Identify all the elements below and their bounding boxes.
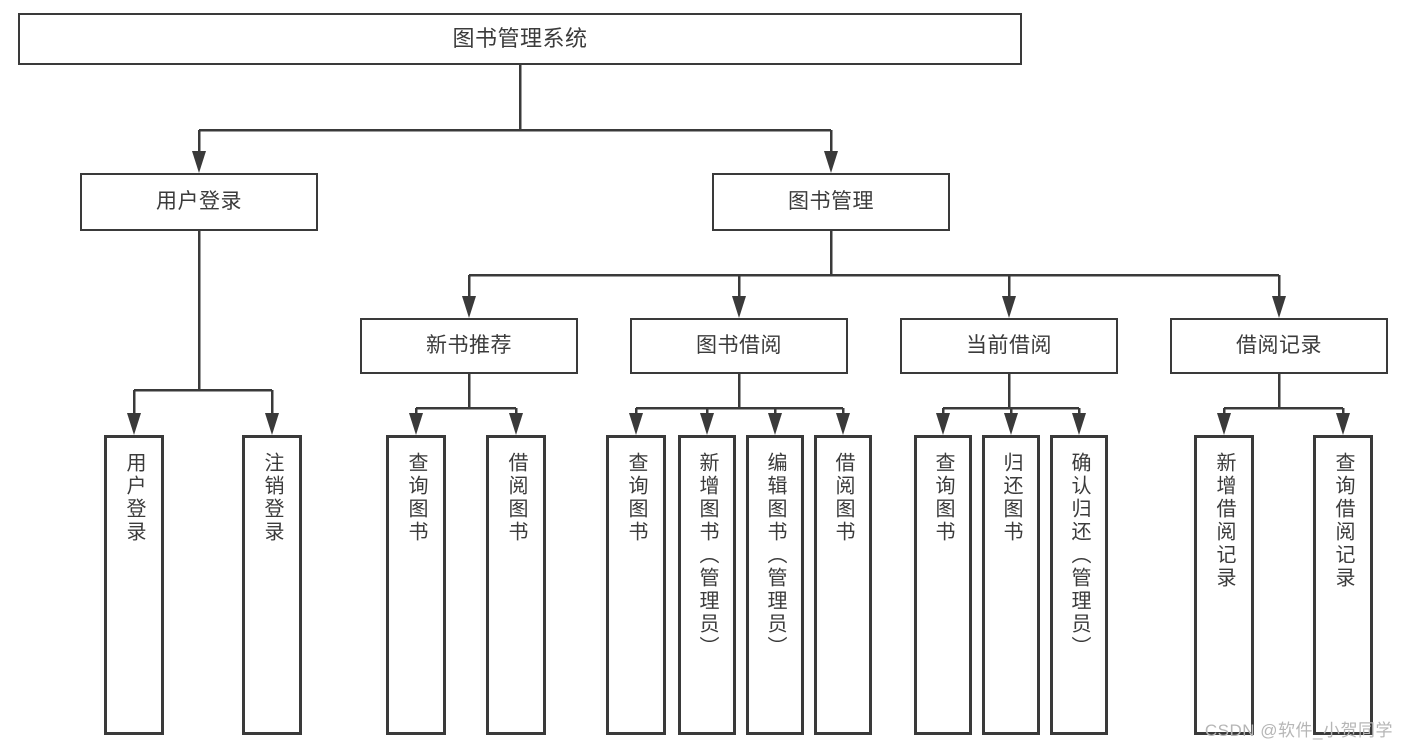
node-leaf-query-book-2[interactable]: 查询图书 [606, 435, 666, 735]
node-leaf-query-record[interactable]: 查询借阅记录 [1313, 435, 1373, 735]
node-leaf-query-book-1[interactable]: 查询图书 [386, 435, 446, 735]
node-label: 新书推荐 [426, 334, 512, 358]
node-leaf-edit-book[interactable]: 编辑图书（管理员） [746, 435, 804, 735]
node-leaf-add-book[interactable]: 新增图书（管理员） [678, 435, 736, 735]
node-label: 图书管理系统 [452, 25, 588, 51]
node-label: 确认归还（管理员） [1068, 452, 1090, 659]
node-label: 用户登录 [156, 190, 242, 214]
node-book-manage[interactable]: 图书管理 [712, 173, 950, 231]
node-leaf-logout[interactable]: 注销登录 [242, 435, 302, 735]
node-label: 查询图书 [932, 452, 954, 544]
node-root[interactable]: 图书管理系统 [18, 13, 1022, 65]
node-borrow-record[interactable]: 借阅记录 [1170, 318, 1388, 374]
node-label: 查询借阅记录 [1332, 452, 1354, 590]
node-leaf-confirm-return[interactable]: 确认归还（管理员） [1050, 435, 1108, 735]
node-label: 借阅图书 [505, 452, 527, 544]
node-label: 查询图书 [405, 452, 427, 544]
node-book-borrow[interactable]: 图书借阅 [630, 318, 848, 374]
node-label: 图书借阅 [696, 334, 782, 358]
node-leaf-return-book[interactable]: 归还图书 [982, 435, 1040, 735]
node-label: 注销登录 [261, 452, 283, 544]
node-new-book-rec[interactable]: 新书推荐 [360, 318, 578, 374]
node-label: 用户登录 [123, 452, 145, 544]
node-label: 当前借阅 [966, 334, 1052, 358]
node-label: 新增借阅记录 [1213, 452, 1235, 590]
node-label: 新增图书（管理员） [696, 452, 718, 659]
node-label: 查询图书 [625, 452, 647, 544]
watermark: CSDN @软件_小贺同学 [1204, 721, 1393, 740]
node-label: 图书管理 [788, 190, 874, 214]
node-user-login[interactable]: 用户登录 [80, 173, 318, 231]
node-leaf-add-record[interactable]: 新增借阅记录 [1194, 435, 1254, 735]
node-label: 归还图书 [1000, 452, 1022, 544]
node-label: 编辑图书（管理员） [764, 452, 786, 659]
node-leaf-borrow-book-1[interactable]: 借阅图书 [486, 435, 546, 735]
node-leaf-query-book-3[interactable]: 查询图书 [914, 435, 972, 735]
node-label: 借阅记录 [1236, 334, 1322, 358]
node-current-borrow[interactable]: 当前借阅 [900, 318, 1118, 374]
node-leaf-borrow-book-2[interactable]: 借阅图书 [814, 435, 872, 735]
node-leaf-user-login[interactable]: 用户登录 [104, 435, 164, 735]
node-label: 借阅图书 [832, 452, 854, 544]
